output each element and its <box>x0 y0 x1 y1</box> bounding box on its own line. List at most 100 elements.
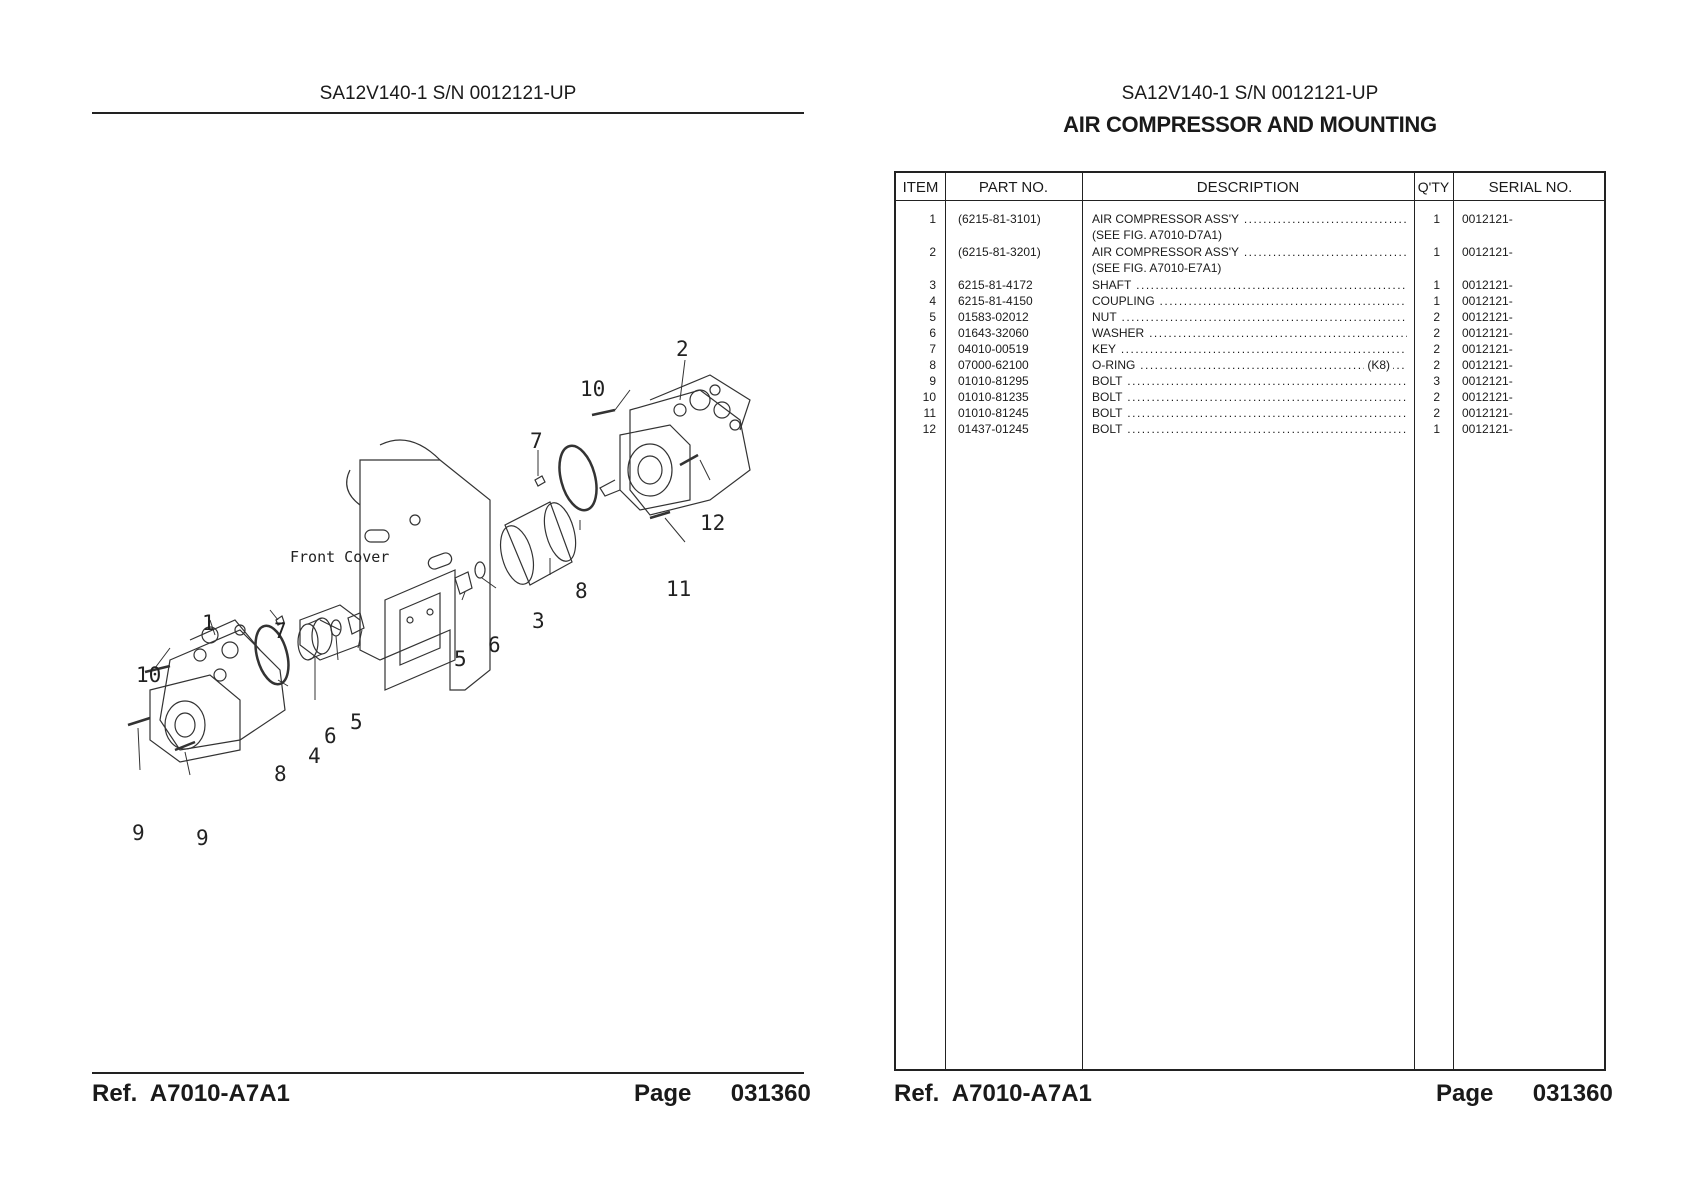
description: BOLT ...................................… <box>1092 422 1407 436</box>
page-value: 031360 <box>730 1080 811 1107</box>
item-number: 12 <box>922 422 936 436</box>
col-header-part: PART NO. <box>978 179 1049 196</box>
part-number: 01010-81295 <box>958 374 1029 388</box>
left-page: SA12V140-1 S/N 0012121-UP <box>92 83 811 1108</box>
col-divider <box>1453 173 1454 1069</box>
description: KEY ....................................… <box>1092 342 1407 356</box>
item-number: 10 <box>922 390 936 404</box>
serial-number: 0012121- <box>1462 326 1513 340</box>
item-number: 9 <box>929 374 936 388</box>
callout-4: 4 <box>308 744 321 768</box>
item-number: 6 <box>929 326 936 340</box>
quantity: 2 <box>1433 342 1440 356</box>
callout-3: 3 <box>532 609 545 633</box>
serial-number: 0012121- <box>1462 212 1513 226</box>
part-number: 01010-81235 <box>958 390 1029 404</box>
part-number: 04010-00519 <box>958 342 1029 356</box>
callout-2: 2 <box>676 337 689 361</box>
left-footer-ref: Ref. A7010-A7A1 <box>92 1080 290 1108</box>
col-divider <box>945 173 946 1069</box>
quantity: 1 <box>1433 212 1440 226</box>
front-cover-label: Front Cover <box>290 548 389 566</box>
serial-number: 0012121- <box>1462 278 1513 292</box>
left-page-header: SA12V140-1 S/N 0012121-UP <box>319 83 577 104</box>
callout-10-left: 10 <box>136 663 161 687</box>
quantity: 2 <box>1433 310 1440 324</box>
item-number: 3 <box>929 278 936 292</box>
serial-number: 0012121- <box>1462 406 1513 420</box>
header-divider <box>896 200 1604 201</box>
quantity: 2 <box>1433 406 1440 420</box>
item-number: 1 <box>929 212 936 226</box>
callout-5-left: 5 <box>350 710 363 734</box>
description-text: KEY <box>1092 342 1117 356</box>
quantity: 1 <box>1433 278 1440 292</box>
ref-value: A7010-A7A1 <box>149 1080 290 1107</box>
left-header-rule <box>92 112 804 114</box>
part-number: 6215-81-4150 <box>958 294 1033 308</box>
callout-8-right: 8 <box>575 579 588 603</box>
ref-value: A7010-A7A1 <box>951 1080 1092 1107</box>
callout-6-right: 6 <box>488 633 501 657</box>
quantity: 1 <box>1433 422 1440 436</box>
description-extra: (K8) <box>1364 357 1393 373</box>
page-value: 031360 <box>1532 1080 1613 1107</box>
part-number: 6215-81-4172 <box>958 278 1033 292</box>
part-number: 07000-62100 <box>958 358 1029 372</box>
page-title: AIR COMPRESSOR AND MOUNTING <box>1063 112 1437 137</box>
item-number: 8 <box>929 358 936 372</box>
quantity: 1 <box>1433 294 1440 308</box>
callout-6-left: 6 <box>324 724 337 748</box>
serial-number: 0012121- <box>1462 294 1513 308</box>
description: AIR COMPRESSOR ASS'Y ...................… <box>1092 212 1407 226</box>
description: COUPLING ...............................… <box>1092 294 1407 308</box>
part-number: 01643-32060 <box>958 326 1029 340</box>
col-header-description: DESCRIPTION <box>1196 179 1300 196</box>
serial-number: 0012121- <box>1462 342 1513 356</box>
callout-1: 1 <box>202 611 215 635</box>
description-note: (SEE FIG. A7010-E7A1) <box>1092 261 1222 275</box>
callout-9-a: 9 <box>132 821 145 845</box>
part-number: 01437-01245 <box>958 422 1029 436</box>
quantity: 2 <box>1433 390 1440 404</box>
part-number: (6215-81-3201) <box>958 245 1041 259</box>
item-number: 7 <box>929 342 936 356</box>
description: BOLT ...................................… <box>1092 390 1407 404</box>
right-footer-page: Page 031360 <box>1436 1080 1613 1108</box>
part-number: (6215-81-3101) <box>958 212 1041 226</box>
description: BOLT ...................................… <box>1092 374 1407 388</box>
description: O-RING .................................… <box>1092 357 1407 373</box>
right-page: SA12V140-1 S/N 0012121-UP AIR COMPRESSOR… <box>842 0 1684 1190</box>
description-text: WASHER <box>1092 326 1145 340</box>
exploded-parts-diagram: Front Cover 2 10 7 12 8 11 3 6 5 1 7 10 … <box>110 330 800 890</box>
right-footer-ref: Ref. A7010-A7A1 <box>894 1080 1092 1108</box>
ref-label: Ref. <box>92 1080 138 1107</box>
description-text: AIR COMPRESSOR ASS'Y <box>1092 245 1239 259</box>
quantity: 3 <box>1433 374 1440 388</box>
description-text: SHAFT <box>1092 278 1132 292</box>
callout-12: 12 <box>700 511 725 535</box>
serial-number: 0012121- <box>1462 422 1513 436</box>
left-footer-page: Page 031360 <box>634 1080 811 1108</box>
description-text: BOLT <box>1092 374 1123 388</box>
serial-number: 0012121- <box>1462 358 1513 372</box>
col-divider <box>1082 173 1083 1069</box>
callout-7-right: 7 <box>530 429 543 453</box>
description-text: NUT <box>1092 310 1117 324</box>
item-number: 5 <box>929 310 936 324</box>
callout-11: 11 <box>666 577 691 601</box>
part-number: 01010-81245 <box>958 406 1029 420</box>
description: AIR COMPRESSOR ASS'Y ...................… <box>1092 245 1407 259</box>
quantity: 2 <box>1433 326 1440 340</box>
serial-number: 0012121- <box>1462 374 1513 388</box>
parts-table: ITEM PART NO. DESCRIPTION Q'TY SERIAL NO… <box>894 171 1606 1071</box>
quantity: 2 <box>1433 358 1440 372</box>
part-number: 01583-02012 <box>958 310 1029 324</box>
diagram-svg: Front Cover 2 10 7 12 8 11 3 6 5 1 7 10 … <box>127 337 751 850</box>
description-text: AIR COMPRESSOR ASS'Y <box>1092 212 1239 226</box>
description: SHAFT ..................................… <box>1092 278 1407 292</box>
left-footer-rule <box>92 1072 804 1074</box>
item-number: 11 <box>923 406 936 420</box>
right-page-header: SA12V140-1 S/N 0012121-UP <box>1121 83 1379 104</box>
serial-number: 0012121- <box>1462 310 1513 324</box>
